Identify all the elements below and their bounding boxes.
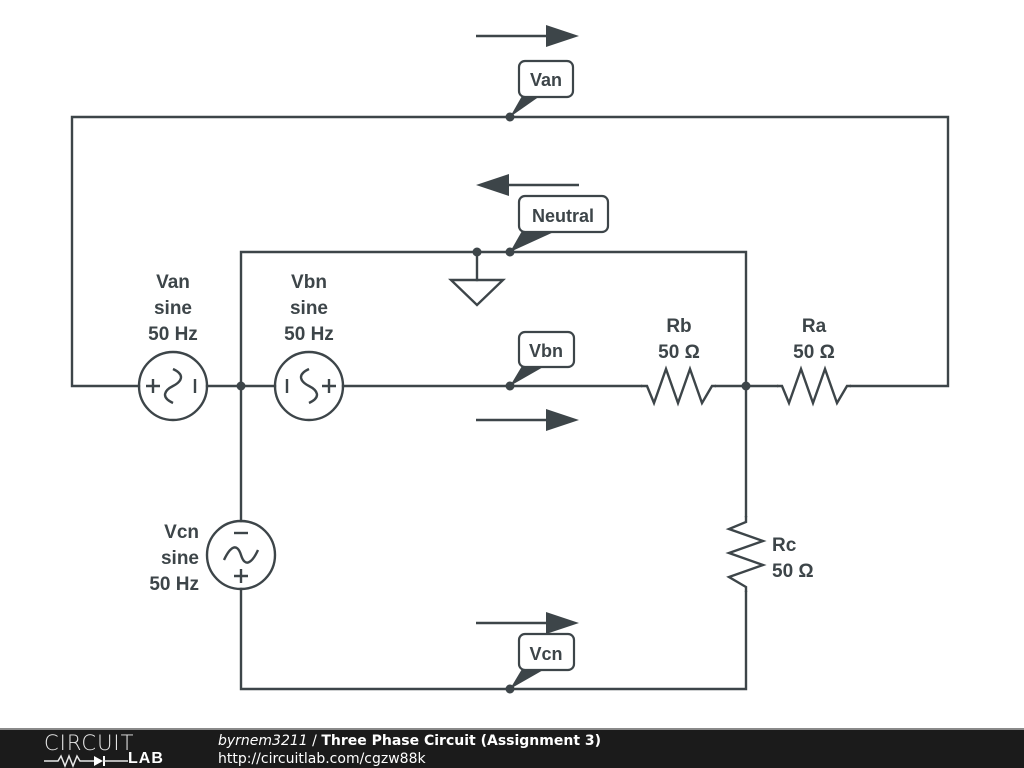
junction-ground bbox=[472, 247, 482, 257]
footer-info: byrnem3211 / Three Phase Circuit (Assign… bbox=[218, 732, 601, 768]
resistor-diode-icon bbox=[44, 754, 128, 768]
junction-neutral-left bbox=[236, 381, 246, 391]
source-vbn[interactable]: Vbn sine 50 Hz bbox=[273, 272, 345, 422]
footer-title-line: byrnem3211 / Three Phase Circuit (Assign… bbox=[218, 732, 601, 750]
resistor-rb-value: 50 Ω bbox=[658, 342, 700, 363]
plus-icon bbox=[146, 379, 160, 393]
resistor-rb[interactable]: Rb 50 Ω bbox=[641, 316, 716, 407]
net-label-van-text: Van bbox=[530, 70, 562, 90]
net-label-neutral[interactable]: Neutral bbox=[505, 194, 610, 257]
tag-pointer bbox=[510, 669, 545, 689]
probe-point bbox=[505, 684, 515, 694]
resistor-ra-value: 50 Ω bbox=[793, 342, 835, 363]
circuit-schematic: Van sine 50 Hz Vbn sine 50 Hz Vcn sine 5… bbox=[70, 25, 950, 694]
ground-icon[interactable] bbox=[448, 278, 506, 307]
arrow-left-icon bbox=[476, 174, 509, 196]
net-label-vcn-text: Vcn bbox=[529, 644, 562, 664]
footer-bar: CIRCUIT LAB byrnem3211 / Three Phase Cir… bbox=[0, 728, 1024, 768]
source-vcn-frequency: 50 Hz bbox=[149, 574, 199, 595]
tag-pointer bbox=[510, 231, 556, 252]
source-vbn-name: Vbn bbox=[291, 272, 327, 293]
probe-point bbox=[505, 381, 515, 391]
net-label-neutral-text: Neutral bbox=[532, 206, 594, 226]
tag-box[interactable] bbox=[517, 632, 576, 672]
wire-neutral bbox=[239, 250, 748, 388]
plus-icon bbox=[322, 379, 336, 393]
title-separator: / bbox=[307, 733, 322, 749]
tag-box[interactable] bbox=[517, 330, 576, 369]
resistor-rc-zigzag[interactable] bbox=[725, 516, 767, 592]
source-van[interactable]: Van sine 50 Hz bbox=[137, 272, 209, 422]
net-label-van[interactable]: Van bbox=[505, 59, 575, 122]
resistor-rc-name: Rc bbox=[772, 535, 797, 556]
source-vbn-frequency: 50 Hz bbox=[284, 324, 334, 345]
tag-box[interactable] bbox=[517, 59, 575, 99]
plus-icon bbox=[234, 569, 248, 583]
resistor-ra-zigzag[interactable] bbox=[777, 365, 851, 407]
resistor-ra-name: Ra bbox=[802, 316, 827, 337]
logo-wordmark-bottom: LAB bbox=[128, 750, 164, 767]
source-van-body[interactable] bbox=[137, 350, 209, 422]
probe-point bbox=[505, 112, 515, 122]
circuit-title: Three Phase Circuit (Assignment 3) bbox=[321, 733, 602, 749]
net-label-vcn[interactable]: Vcn bbox=[505, 632, 576, 694]
author-link[interactable]: byrnem3211 bbox=[218, 733, 308, 749]
resistor-rc-value: 50 Ω bbox=[772, 561, 814, 582]
source-vcn-name: Vcn bbox=[164, 522, 199, 543]
resistor-rc[interactable]: Rc 50 Ω bbox=[725, 516, 814, 592]
arrow-right-icon bbox=[546, 409, 579, 431]
current-arrow-neutral bbox=[476, 174, 579, 196]
junction-load-node bbox=[741, 381, 751, 391]
sine-wave-icon bbox=[299, 367, 319, 405]
source-vcn[interactable]: Vcn sine 50 Hz bbox=[149, 519, 277, 595]
wire-vcn-loop bbox=[239, 587, 748, 691]
current-arrow-van bbox=[476, 25, 579, 47]
source-vbn-body[interactable] bbox=[273, 350, 345, 422]
source-van-frequency: 50 Hz bbox=[148, 324, 198, 345]
sine-wave-icon bbox=[163, 367, 183, 405]
net-label-vbn[interactable]: Vbn bbox=[505, 330, 576, 391]
tag-pointer bbox=[510, 366, 545, 386]
source-vcn-body[interactable] bbox=[205, 519, 277, 591]
probe-point bbox=[505, 247, 515, 257]
arrow-right-icon bbox=[546, 25, 579, 47]
circuit-url[interactable]: http://circuitlab.com/cgzw88k bbox=[218, 751, 426, 767]
resistor-rb-zigzag[interactable] bbox=[641, 365, 716, 407]
sine-wave-icon bbox=[222, 546, 260, 564]
resistor-rb-name: Rb bbox=[666, 316, 691, 337]
circuitlab-logo[interactable]: CIRCUIT LAB bbox=[44, 732, 174, 768]
tag-box[interactable] bbox=[517, 194, 610, 234]
current-arrow-vbn bbox=[476, 409, 579, 431]
net-label-vbn-text: Vbn bbox=[529, 341, 563, 361]
source-van-name: Van bbox=[156, 272, 190, 293]
current-arrow-vcn bbox=[476, 612, 579, 634]
logo-wordmark-top: CIRCUIT bbox=[44, 731, 135, 755]
resistor-ra[interactable]: Ra 50 Ω bbox=[777, 316, 851, 407]
source-van-type: sine bbox=[154, 298, 192, 319]
arrow-right-icon bbox=[546, 612, 579, 634]
source-vbn-type: sine bbox=[290, 298, 328, 319]
tag-pointer bbox=[510, 96, 540, 117]
source-vcn-type: sine bbox=[161, 548, 199, 569]
